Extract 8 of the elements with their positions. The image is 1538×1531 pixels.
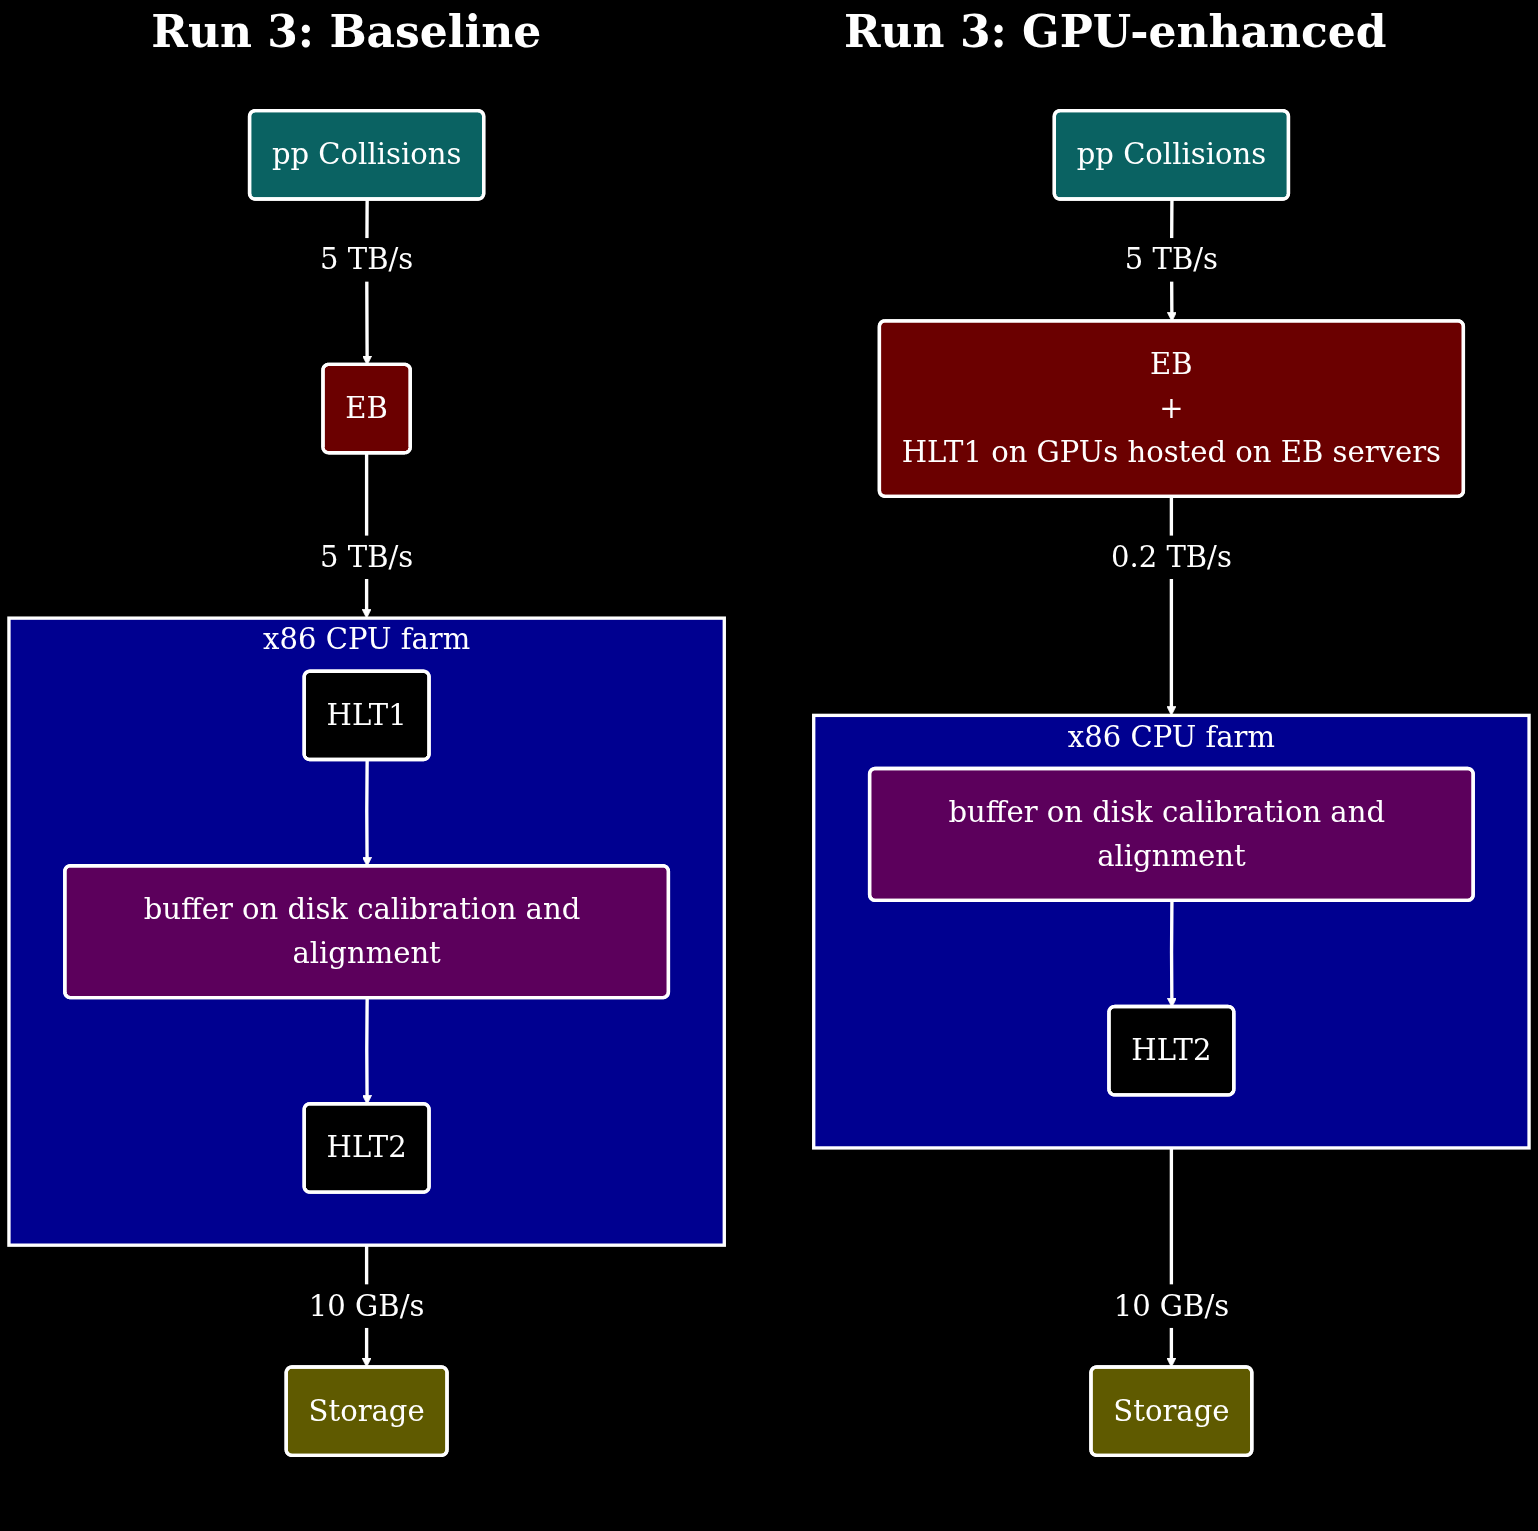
edge-label: 5 TB/s [320,242,414,277]
edge-label: 0.2 TB/s [1110,539,1232,574]
edge-label: 5 TB/s [1124,242,1218,277]
column-heading: Run 3: Baseline [151,6,542,57]
edge-label: 5 TB/s [320,539,414,574]
edge-label: 10 GB/s [1113,1288,1230,1323]
column-heading: Run 3: GPU-enhanced [844,6,1387,57]
edge-label: 10 GB/s [308,1288,425,1323]
